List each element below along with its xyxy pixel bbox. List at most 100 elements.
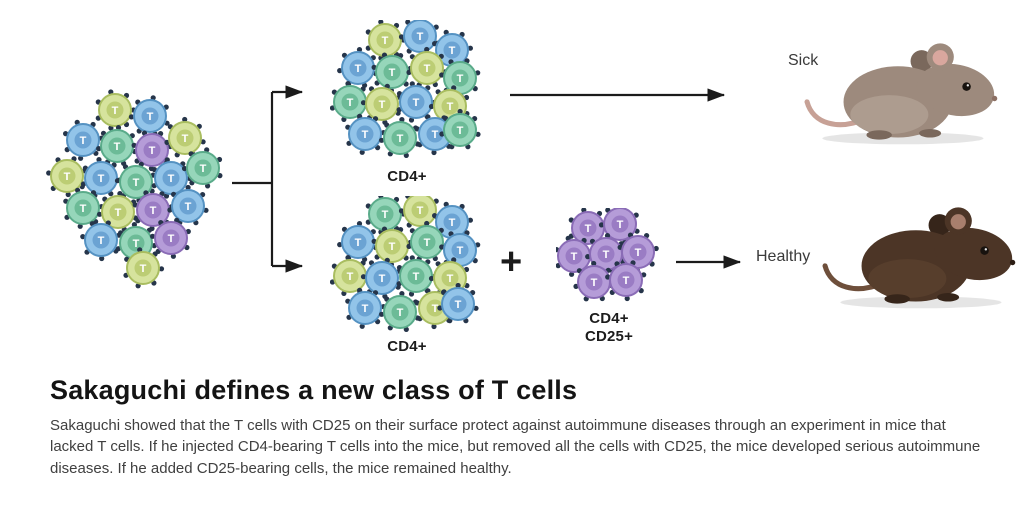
mouse-rear-foot — [884, 294, 910, 304]
mouse-eye — [980, 246, 989, 255]
receptor-dot — [624, 295, 630, 302]
svg-text:T: T — [115, 207, 122, 219]
t-cell: T — [360, 257, 402, 299]
receptor-dot — [359, 149, 365, 155]
receptor-dot — [428, 103, 435, 110]
svg-text:T: T — [447, 273, 454, 285]
svg-text:T: T — [168, 233, 175, 245]
svg-text:T: T — [347, 271, 354, 283]
svg-text:T: T — [424, 63, 431, 75]
svg-text:T: T — [413, 271, 420, 283]
t-cell: T — [439, 108, 481, 150]
svg-text:T: T — [98, 235, 105, 247]
t-cell: T — [80, 220, 122, 262]
t-cell: T — [123, 247, 165, 289]
receptor-dot — [424, 46, 430, 53]
t-cell: T — [365, 196, 407, 235]
receptor-dot — [96, 157, 102, 163]
cd4-cd25-label-line1: CD4+ — [589, 310, 629, 327]
t-cell: T — [46, 156, 88, 198]
receptor-dot — [137, 247, 143, 253]
svg-text:T: T — [389, 67, 396, 79]
receptor-dot — [605, 274, 611, 280]
t-cell: T — [345, 287, 387, 329]
t-cell: T — [379, 117, 421, 158]
t-cell: T — [568, 208, 610, 249]
svg-text:T: T — [397, 307, 404, 319]
receptor-dot — [455, 282, 461, 289]
receptor-dot — [182, 116, 188, 123]
mouse-belly — [850, 95, 929, 135]
svg-text:T: T — [168, 173, 175, 185]
svg-text:T: T — [147, 111, 154, 123]
mouse-drawing — [804, 43, 998, 145]
mouse-head — [916, 63, 995, 117]
receptor-dot — [356, 47, 363, 53]
receptor-dot — [439, 72, 445, 78]
receptor-dot — [97, 211, 103, 217]
svg-text:T: T — [133, 238, 140, 250]
svg-text:T: T — [347, 97, 354, 109]
svg-text:T: T — [424, 237, 431, 249]
svg-text:T: T — [457, 73, 464, 85]
receptor-dot — [167, 207, 173, 213]
receptor-dot — [99, 255, 105, 262]
receptor-dot — [356, 221, 363, 227]
svg-text:T: T — [455, 299, 462, 311]
receptor-dot — [591, 260, 597, 267]
t-cell: T — [396, 255, 438, 297]
mouse-rear-foot — [866, 130, 892, 140]
receptor-dot — [604, 233, 611, 239]
receptor-dot — [114, 178, 121, 184]
t-cell: T — [97, 191, 139, 232]
plus-sign: + — [500, 241, 523, 283]
svg-text:T: T — [80, 135, 87, 147]
svg-text:T: T — [635, 247, 642, 259]
flow-arrows — [232, 85, 742, 273]
receptor-dot — [569, 271, 575, 277]
svg-text:T: T — [389, 241, 396, 253]
receptor-dot — [398, 208, 405, 214]
receptor-dot — [457, 108, 463, 115]
svg-text:T: T — [379, 273, 386, 285]
receptor-dot — [65, 191, 71, 198]
mouse-eye-highlight — [966, 84, 970, 87]
svg-text:T: T — [133, 177, 140, 189]
receptor-dot — [360, 100, 367, 106]
receptor-dot — [78, 155, 84, 161]
t-cell: T — [605, 260, 647, 302]
receptor-dot — [337, 242, 343, 248]
mouse-front-foot — [919, 129, 942, 138]
receptor-dot — [150, 95, 156, 101]
svg-text:T: T — [585, 223, 592, 235]
t-cell: T — [63, 187, 105, 229]
healthy-label: Healthy — [756, 248, 811, 265]
receptor-dot — [439, 131, 445, 137]
t-cell: T — [330, 81, 371, 122]
receptor-dot — [80, 234, 86, 240]
svg-text:T: T — [449, 217, 456, 229]
receptor-dot — [181, 165, 188, 172]
t-cell: T — [128, 95, 170, 137]
mouse-eye — [962, 82, 971, 91]
svg-text:T: T — [355, 63, 362, 75]
cd4-top-label: CD4+ — [387, 168, 427, 185]
receptor-dot — [359, 323, 365, 329]
receptor-dot — [437, 305, 443, 311]
healthy-mouse-illustration — [818, 198, 1023, 310]
svg-text:T: T — [397, 133, 404, 145]
t-cell: T — [131, 130, 173, 172]
svg-text:T: T — [382, 209, 389, 221]
svg-text:T: T — [114, 141, 121, 153]
receptor-dot — [379, 137, 385, 143]
svg-text:T: T — [413, 97, 420, 109]
svg-text:T: T — [617, 219, 624, 231]
receptor-dot — [408, 291, 415, 297]
mouse-belly — [868, 259, 947, 299]
t-cell: T — [330, 255, 371, 296]
receptor-dot — [653, 245, 659, 252]
svg-text:T: T — [417, 205, 424, 217]
